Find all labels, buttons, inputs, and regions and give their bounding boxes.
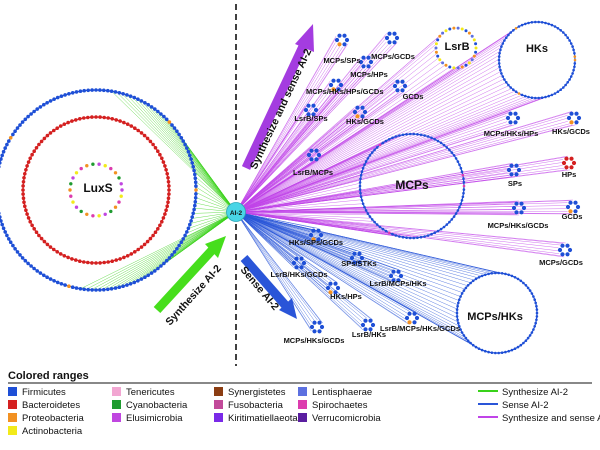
- legend-swatch-spirochaetes: [298, 400, 307, 409]
- cluster-label-mcps-hks-hps-gcds: MCPs/HKs/HPs/GCDs: [306, 87, 384, 96]
- cluster-label-sps-stks: SPs/STKs: [341, 259, 376, 268]
- legend-items: FirmicutesBacteroidetesProteobacteriaAct…: [8, 387, 600, 437]
- cluster-label-lsrb-sps: LsrB/SPs: [294, 114, 327, 123]
- legend-line-label-synthesize-and-sense-ai-2: Synthesize and sense AI-2: [502, 413, 600, 424]
- legend-swatch-cyanobacteria: [112, 400, 121, 409]
- luxs-label: LuxS: [83, 181, 112, 195]
- edge-fan-cluster-9: [236, 111, 576, 212]
- cluster-label-mcps-hks-gcds-right: MCPs/HKs/GCDs: [488, 221, 549, 230]
- hks-ring: [498, 21, 577, 100]
- legend-label-cyanobacteria: Cyanobacteria: [126, 400, 188, 411]
- legend-label-fusobacteria: Fusobacteria: [228, 400, 284, 411]
- legend-swatch-fusobacteria: [214, 400, 223, 409]
- legend-label-actinobacteria: Actinobacteria: [22, 426, 83, 437]
- cluster-node-1: [385, 32, 399, 45]
- cluster-label-sps: SPs: [508, 179, 522, 188]
- legend: Colored ranges FirmicutesBacteroidetesPr…: [8, 370, 600, 437]
- cluster-label-hks-hps: HKs/HPs: [330, 292, 362, 301]
- cluster-label-mcps-hks-hps: MCPs/HKs/HPs: [484, 129, 539, 138]
- cluster-node-14: [558, 244, 572, 257]
- mcps-hks-label: MCPs/HKs: [467, 311, 523, 323]
- legend-line-label-synthesize-ai-2: Synthesize AI-2: [502, 387, 568, 398]
- cluster-node-4: [393, 80, 407, 93]
- mcps-label: MCPs: [395, 178, 429, 192]
- legend-label-synergistetes: Synergistetes: [228, 387, 286, 398]
- hks-label: HKs: [526, 43, 548, 55]
- legend-label-spirochaetes: Spirochaetes: [312, 400, 368, 411]
- cluster-label-hks-gcds-mid: HKs/GCDs: [346, 117, 384, 126]
- cluster-label-hps: HPs: [562, 170, 577, 179]
- cluster-label-hks-gcds-right: HKs/GCDs: [552, 127, 590, 136]
- cluster-label-mcps-sps: MCPs/SPs: [323, 56, 360, 65]
- legend-title: Colored ranges: [8, 370, 89, 382]
- cluster-node-13: [512, 202, 526, 215]
- legend-label-lentisphaerae: Lentisphaerae: [312, 387, 372, 398]
- legend-label-bacteroidetes: Bacteroidetes: [22, 400, 80, 411]
- legend-swatch-bacteroidetes: [8, 400, 17, 409]
- legend-swatch-synergistetes: [214, 387, 223, 396]
- legend-swatch-elusimicrobia: [112, 413, 121, 422]
- cluster-label-mcps-hks-hps-gcds-text: MCPs/HKs/HPs/GCDs: [306, 87, 384, 96]
- legend-label-tenericutes: Tenericutes: [126, 387, 175, 398]
- cluster-label-mcps-hks-gcds-bottom: MCPs/HKs/GCDs: [284, 336, 345, 345]
- cluster-label-gcds-top: GCDs: [403, 92, 424, 101]
- cluster-label-lsrb-mcps: LsrB/MCPs: [293, 168, 333, 177]
- cluster-node-8: [506, 112, 520, 125]
- legend-label-proteobacteria: Proteobacteria: [22, 413, 85, 424]
- legend-swatch-verrucomicrobia: [298, 413, 307, 422]
- legend-label-kiritimatiellaeota: Kiritimatiellaeota: [228, 413, 298, 424]
- legend-swatch-actinobacteria: [8, 426, 17, 435]
- cluster-label-hks-sps-gcds: HKs/SPs/GCDs: [289, 238, 343, 247]
- cluster-label-lsrb-mcps-hks-gcds: LsrB/MCPs/HKs/GCDs: [380, 324, 460, 333]
- ai2-node-label: AI-2: [230, 210, 243, 217]
- cluster-node-11: [562, 157, 576, 170]
- legend-label-firmicutes: Firmicutes: [22, 387, 66, 398]
- legend-swatch-lentisphaerae: [298, 387, 307, 396]
- legend-line-label-sense-ai-2: Sense AI-2: [502, 400, 548, 411]
- legend-label-verrucomicrobia: Verrucomicrobia: [312, 413, 381, 424]
- cluster-label-gcds-right: GCDs: [562, 212, 583, 221]
- cluster-node-9: [567, 112, 581, 125]
- cluster-label-mcps-gcds-right: MCPs/GCDs: [539, 258, 583, 267]
- cluster-node-0: [335, 34, 349, 47]
- legend-swatch-firmicutes: [8, 387, 17, 396]
- cluster-node-22: [310, 321, 324, 334]
- legend-label-elusimicrobia: Elusimicrobia: [126, 413, 183, 424]
- legend-swatch-proteobacteria: [8, 413, 17, 422]
- cluster-label-mcps-hps: MCPs/HPs: [350, 70, 388, 79]
- legend-swatch-tenericutes: [112, 387, 121, 396]
- cluster-label-lsrb-mcps-hks: LsrB/MCPs/HKs: [369, 279, 426, 288]
- legend-swatch-kiritimatiellaeota: [214, 413, 223, 422]
- cluster-label-mcps-gcds-top: MCPs/GCDs: [371, 52, 415, 61]
- cluster-label-lsrb-hks-gcds: LsrB/HKs/GCDs: [270, 270, 327, 279]
- lsrb-label: LsrB: [444, 41, 469, 53]
